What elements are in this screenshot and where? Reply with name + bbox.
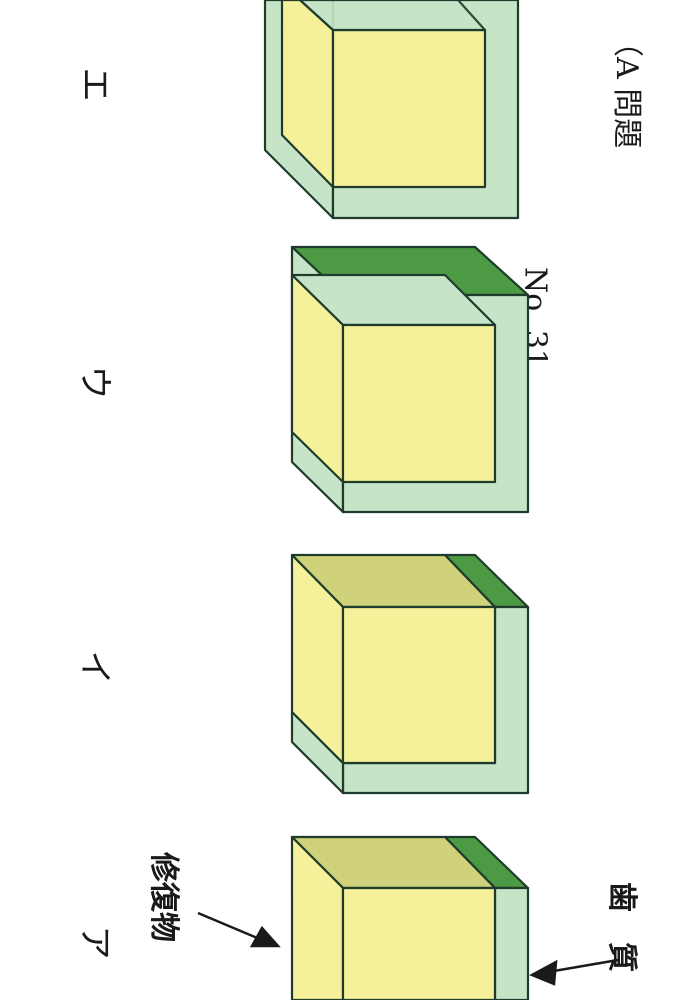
restoration-arrow	[197, 911, 281, 948]
restoration-front-face	[341, 323, 497, 484]
restoration-front-face	[331, 28, 487, 189]
cube-option-a	[290, 835, 530, 1000]
restoration-left-face	[290, 835, 345, 1000]
tooth-front-face	[493, 886, 530, 1000]
cube-option-i	[290, 553, 530, 795]
restoration-front-face	[341, 605, 497, 765]
tooth-arrow	[529, 958, 619, 986]
cube-option-e	[263, 0, 520, 220]
restoration-front-face	[341, 886, 497, 1000]
cube-option-u	[290, 245, 530, 514]
restoration-top-face	[298, 0, 487, 32]
